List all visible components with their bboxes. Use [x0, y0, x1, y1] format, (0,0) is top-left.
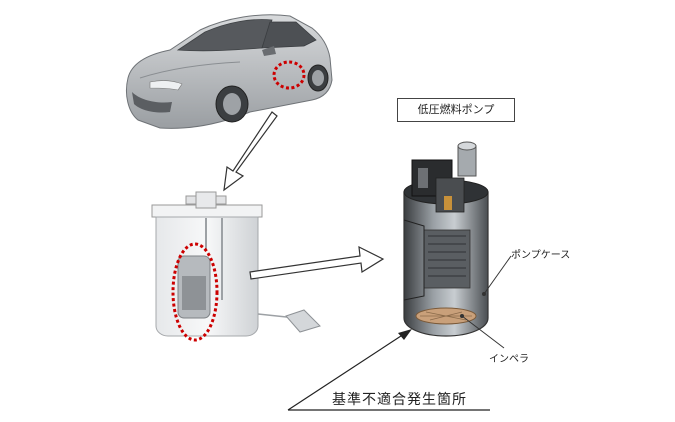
pump-case-leader-line [483, 255, 512, 295]
impeller-leader-line [461, 315, 505, 349]
car-side-window [261, 21, 317, 49]
nonconformity-pointer-arrowhead [398, 329, 412, 340]
pump-armature [423, 229, 471, 289]
pump-armature-windings [428, 235, 466, 277]
module-float [285, 309, 321, 333]
car-hood-line [139, 61, 241, 79]
arrow-module-to-pump [249, 245, 385, 280]
pump-brush [444, 196, 452, 210]
pump-cutaway-edge [403, 219, 425, 301]
car-fuel-area-highlight [272, 60, 306, 90]
module-top-nozzle-right [215, 195, 227, 205]
fuel-pump-module [151, 191, 321, 337]
car-rear-wheel-rim [312, 70, 324, 86]
car-mirror [262, 46, 276, 56]
pump-title-label: 低圧燃料ポンプ [397, 98, 515, 122]
arrow-car-to-module [223, 111, 278, 192]
impeller-label: インペラ [489, 354, 529, 365]
low-pressure-fuel-pump [403, 141, 489, 337]
module-top-fitting [195, 191, 217, 209]
nonconformity-pointer-line [287, 333, 405, 411]
module-pump-highlight [171, 242, 219, 342]
pump-case-leader-dot [482, 292, 486, 296]
pump-outlet-pipe-top [457, 141, 477, 151]
car-grille [132, 92, 172, 113]
module-tube [205, 218, 223, 300]
impeller-leader-dot [460, 314, 464, 318]
car-front-wheel-rim [223, 93, 241, 115]
module-top-nozzle [185, 195, 197, 205]
car-illustration [125, 14, 333, 129]
car-headlight [149, 80, 183, 91]
pump-case-label: ポンプケース [511, 250, 571, 261]
module-inner-pump-motor [182, 276, 206, 310]
nonconformity-location-label: 基準不適合発生箇所 [332, 392, 467, 408]
pump-connector-terminal [418, 168, 428, 188]
